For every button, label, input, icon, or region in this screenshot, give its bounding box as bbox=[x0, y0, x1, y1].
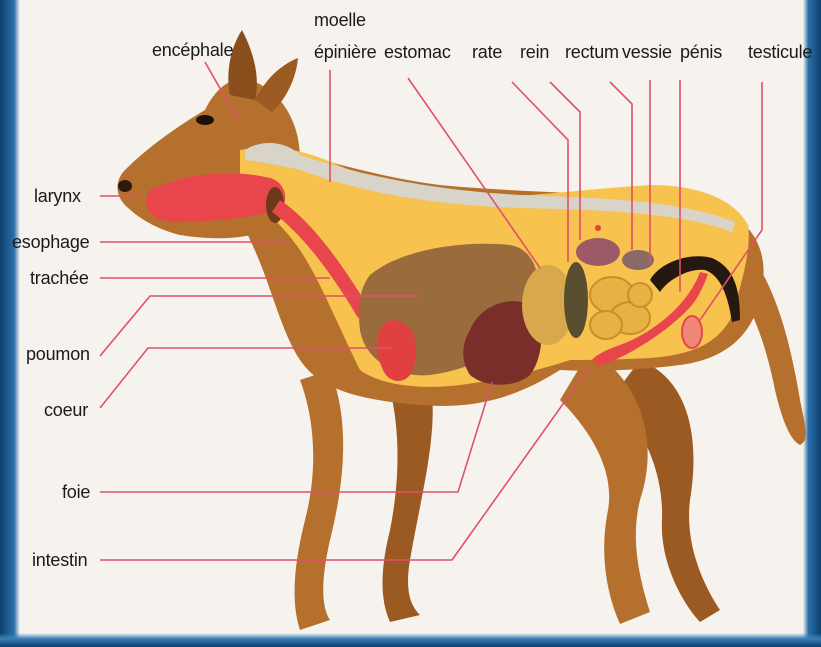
label-trachee: trachée bbox=[30, 268, 89, 288]
label-poumon: poumon bbox=[26, 344, 90, 364]
label-foie: foie bbox=[62, 482, 90, 502]
label-estomac: estomac bbox=[384, 42, 451, 62]
dog-ear-front bbox=[255, 58, 298, 112]
testicle-organ bbox=[682, 316, 702, 348]
label-vessie: vessie bbox=[622, 42, 672, 62]
spleen-organ bbox=[564, 262, 588, 338]
label-oesophage: esophage bbox=[12, 232, 89, 252]
label-penis: pénis bbox=[680, 42, 722, 62]
leader-intestin bbox=[100, 366, 590, 560]
label-moelle-line2: épinière bbox=[314, 42, 376, 62]
label-rectum: rectum bbox=[565, 42, 619, 62]
frame-bottom-border bbox=[0, 633, 821, 647]
label-coeur: coeur bbox=[44, 400, 88, 420]
fore-leg-far bbox=[383, 380, 433, 622]
label-intestin: intestin bbox=[32, 550, 87, 570]
vessel-dot bbox=[595, 225, 601, 231]
label-encephale: encéphale bbox=[152, 40, 233, 60]
dog-nose bbox=[118, 180, 132, 192]
kidney-organ bbox=[576, 238, 620, 266]
label-testicule: testicule bbox=[748, 42, 812, 62]
intestine-organ bbox=[590, 277, 652, 339]
label-moelle-line1: moelle bbox=[314, 10, 366, 30]
fore-leg-near bbox=[295, 370, 344, 630]
label-rein: rein bbox=[520, 42, 549, 62]
label-rate: rate bbox=[472, 42, 502, 62]
dog-eye bbox=[196, 115, 214, 125]
label-larynx: larynx bbox=[34, 186, 81, 206]
